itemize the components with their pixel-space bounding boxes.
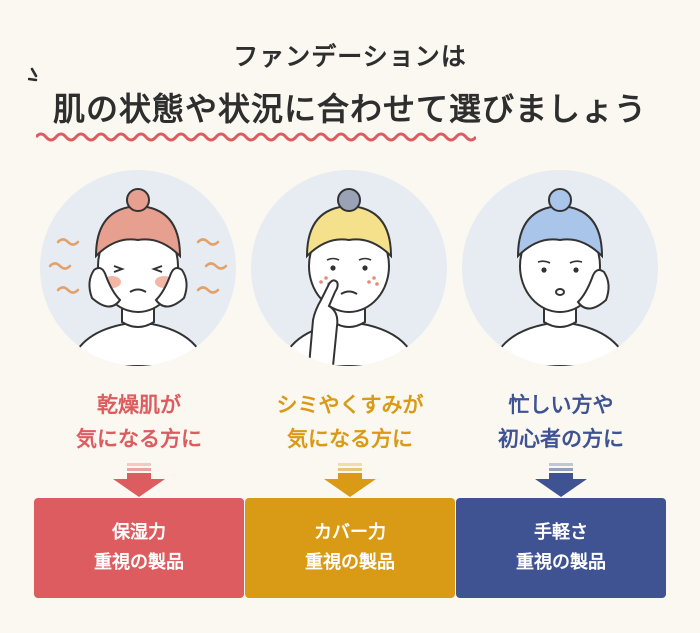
down-arrow-icon <box>324 463 376 497</box>
product-line1: 手軽さ <box>534 522 588 543</box>
target-line1: シミやくすみが <box>276 393 424 417</box>
column-busy: 忙しい方や 初心者の方に 手軽さ 重視の製品 <box>456 0 666 633</box>
target-line1: 乾燥肌が <box>97 393 181 417</box>
wavy-underline <box>36 132 476 142</box>
target-line2: 気になる方に <box>76 427 202 451</box>
product-line2: 重視の製品 <box>305 552 395 573</box>
target-line1: 忙しい方や <box>508 393 614 417</box>
sparkle-icon <box>28 67 38 82</box>
product-easy: 手軽さ 重視の製品 <box>456 498 666 598</box>
target-dry-skin: 乾燥肌が 気になる方に <box>34 388 244 456</box>
product-line1: 保湿力 <box>112 522 166 543</box>
product-coverage: カバー力 重視の製品 <box>245 498 455 598</box>
product-moisturizing: 保湿力 重視の製品 <box>34 498 244 598</box>
target-line2: 初心者の方に <box>498 427 624 451</box>
product-line2: 重視の製品 <box>516 552 606 573</box>
column-dry-skin: 乾燥肌が 気になる方に 保湿力 重視の製品 <box>34 0 244 633</box>
target-busy: 忙しい方や 初心者の方に <box>456 388 666 456</box>
product-line2: 重視の製品 <box>94 552 184 573</box>
down-arrow-icon <box>113 463 165 497</box>
heading-line2: 肌の状態や状況に合わせて選びましょう <box>52 90 647 128</box>
spots-face-illustration <box>251 170 447 366</box>
dry-skin-face-illustration <box>40 170 236 366</box>
column-spots: シミやくすみが 気になる方に カバー力 重視の製品 <box>245 0 455 633</box>
down-arrow-icon <box>535 463 587 497</box>
target-spots: シミやくすみが 気になる方に <box>245 388 455 456</box>
heading-line1: ファンデーションは <box>233 42 467 71</box>
product-line1: カバー力 <box>314 522 386 543</box>
busy-face-illustration <box>462 170 658 366</box>
target-line2: 気になる方に <box>287 427 413 451</box>
